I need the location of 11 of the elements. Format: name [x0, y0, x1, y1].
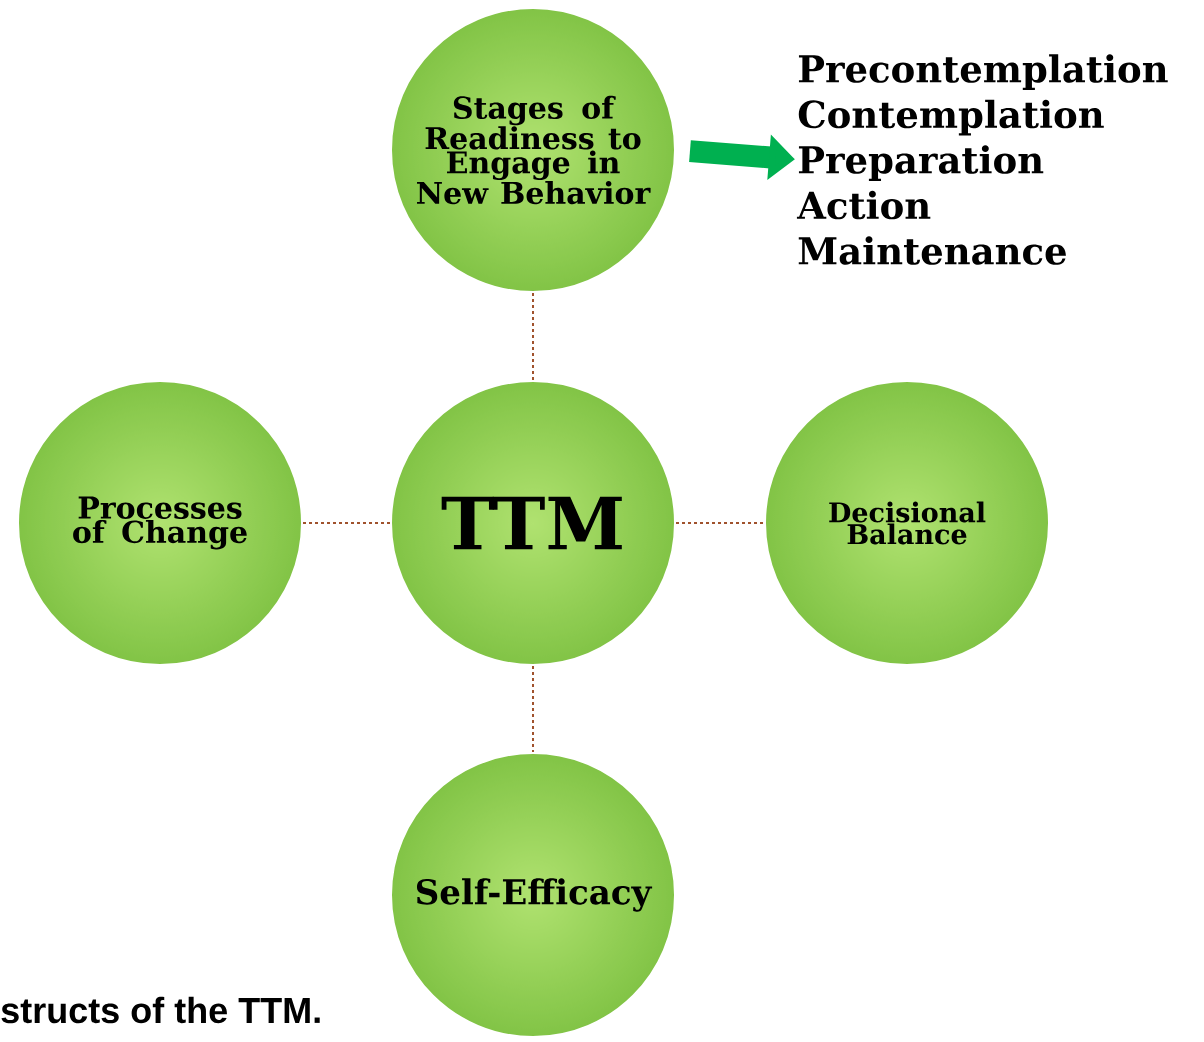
caption: structs of the TTM. — [1, 996, 320, 1024]
circle-node: Processes of Change — [17, 380, 303, 666]
connector-line — [532, 665, 534, 753]
circle-node: TTM — [390, 380, 676, 666]
circle-node: Decisional Balance — [764, 380, 1050, 666]
connector-line — [302, 522, 391, 524]
connector-line — [532, 292, 534, 381]
stage-list: Precontemplation Contemplation Preparation Action Maintenance — [796, 54, 1168, 265]
circle-node: Self-Efficacy — [390, 752, 676, 1038]
connector-line — [675, 522, 765, 524]
circle-node: Stages of Readiness to Engage in New Behavior — [390, 7, 676, 293]
